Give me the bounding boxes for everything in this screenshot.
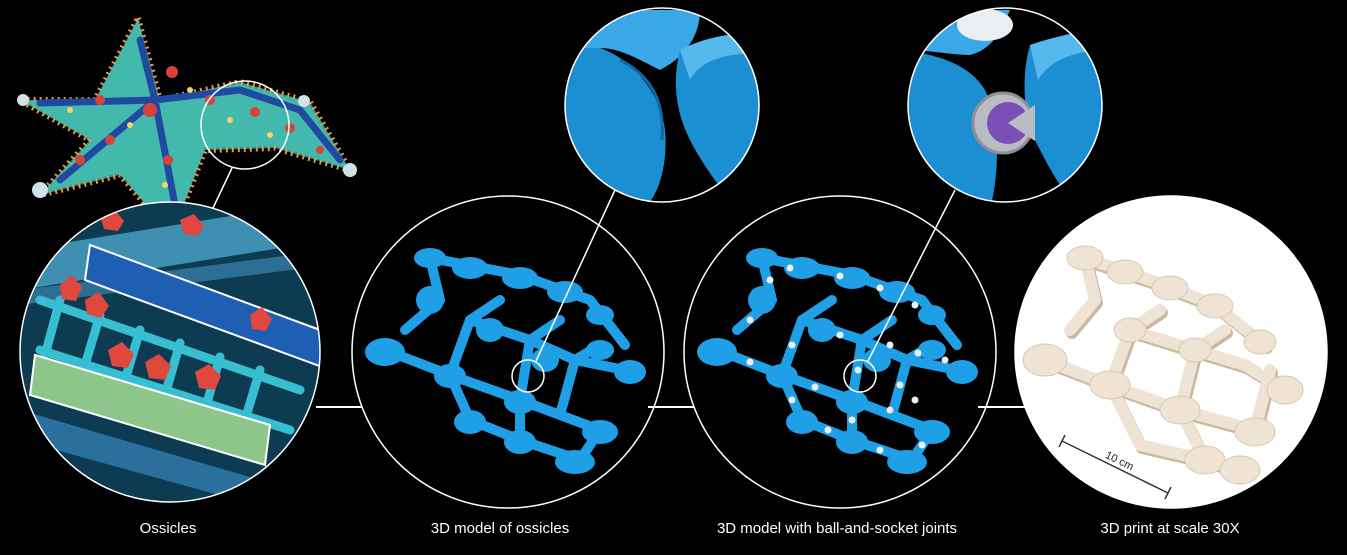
caption-ossicles: Ossicles <box>139 520 197 537</box>
starfish-illustration <box>8 9 357 219</box>
leader-line-joints <box>867 189 956 362</box>
caption-joints: 3D model with ball-and-socket joints <box>716 520 958 537</box>
joints-detail-marker <box>843 359 877 393</box>
print-panel: 10 cm <box>1014 195 1328 509</box>
leader-line-model <box>535 189 616 362</box>
caption-print: 3D print at scale 30X <box>1100 520 1240 537</box>
leader-line-starfish <box>212 167 233 209</box>
model-zoom-inset <box>564 7 760 203</box>
joints-panel <box>683 195 997 509</box>
model-detail-marker <box>511 359 545 393</box>
ossicles-panel <box>19 201 321 503</box>
starfish-detail-marker <box>200 80 290 170</box>
caption-model: 3D model of ossicles <box>430 520 570 537</box>
model-panel <box>351 195 665 509</box>
joints-zoom-inset <box>907 7 1103 203</box>
